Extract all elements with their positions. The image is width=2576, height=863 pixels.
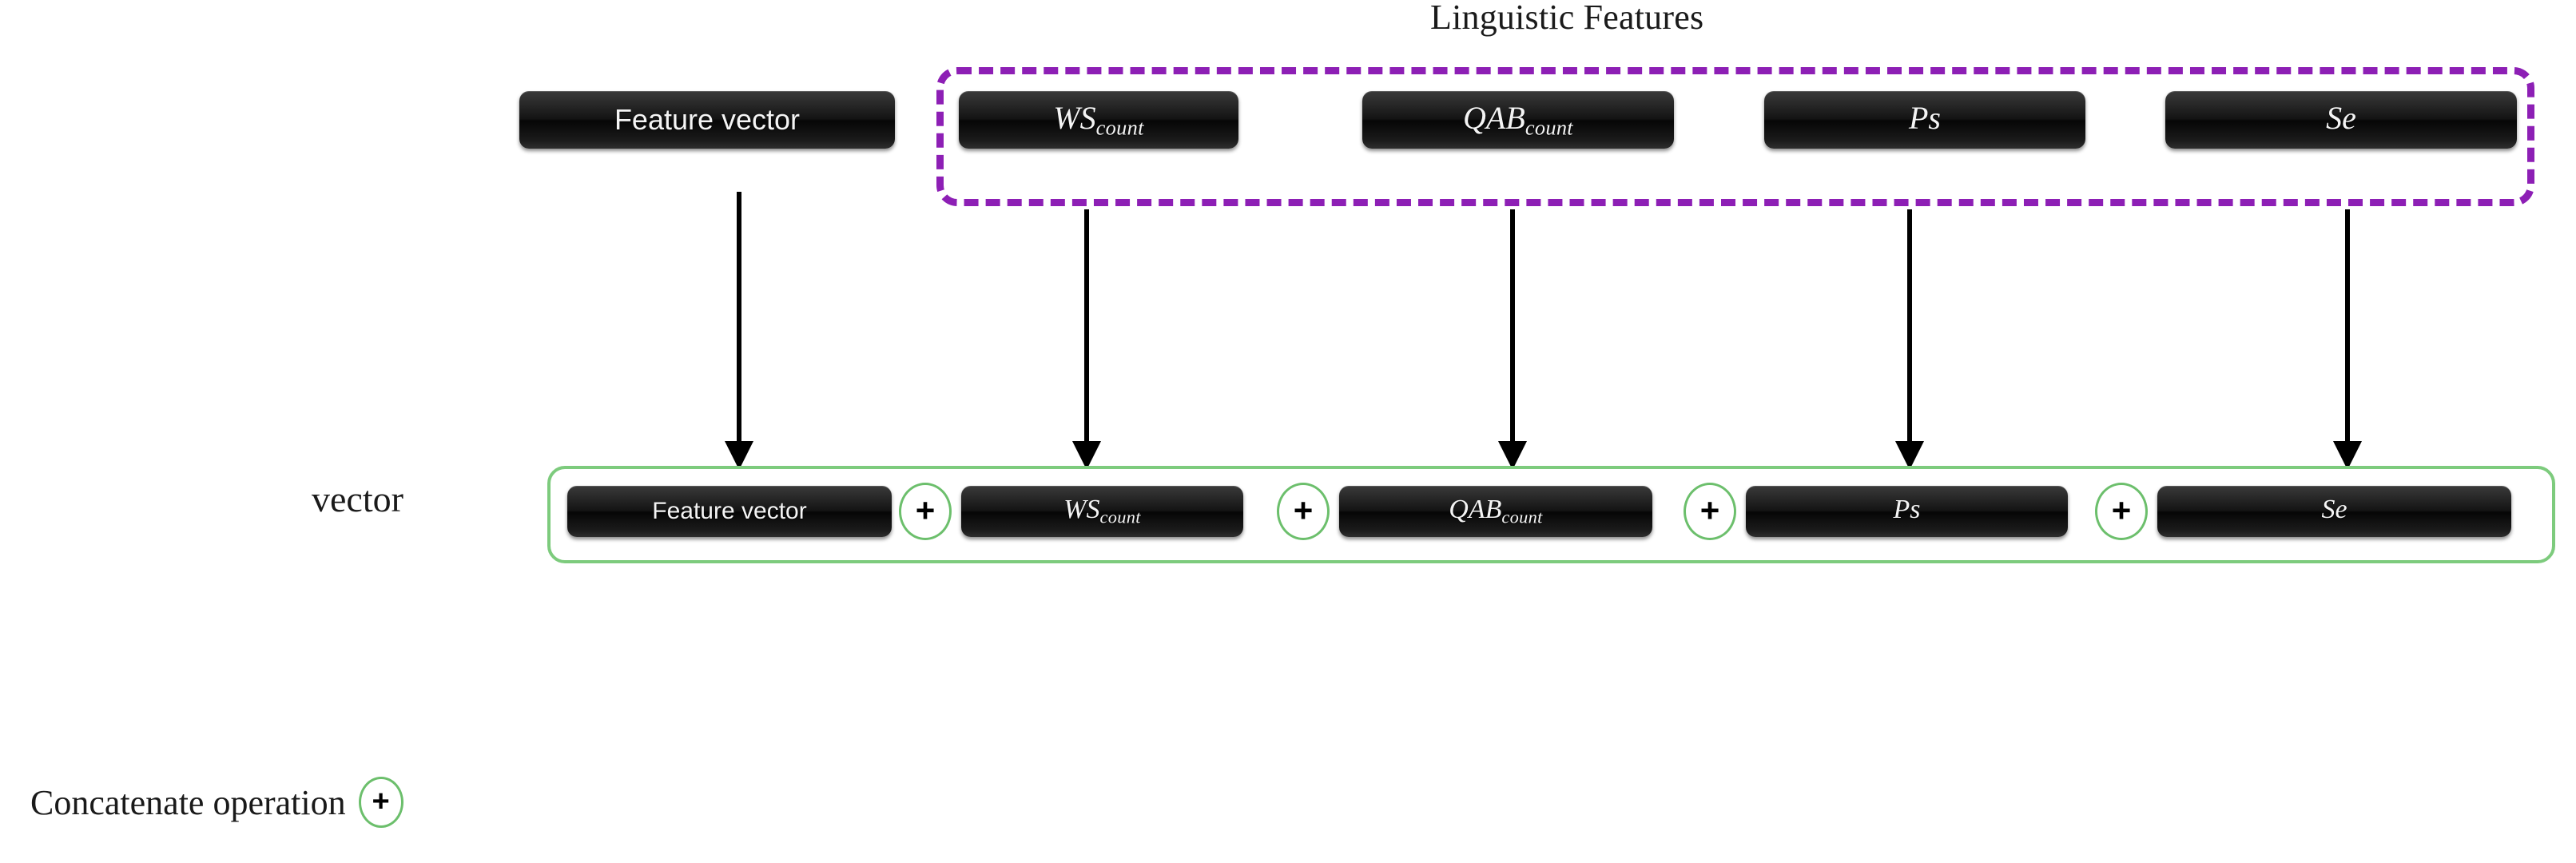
top-box-qab-count-label: QABcount xyxy=(1463,99,1573,139)
top-box-feature-vector-label: Feature vector xyxy=(614,103,801,136)
top-box-se[interactable]: Se xyxy=(2165,91,2517,149)
concat-box-se[interactable]: Se xyxy=(2157,486,2511,537)
plus-glyph: + xyxy=(2111,491,2132,529)
concat-box-feature-vector[interactable]: Feature vector xyxy=(567,486,892,537)
arrow-ps xyxy=(1895,209,1924,470)
concat-box-qab-count-base: QAB xyxy=(1449,495,1502,525)
arrow-qab-count xyxy=(1498,209,1527,470)
concat-box-ws-count-base: WS xyxy=(1063,495,1100,525)
plus-operator-1[interactable]: + xyxy=(899,483,952,540)
concat-box-qab-count-label: QABcount xyxy=(1449,496,1542,527)
top-box-ps-label: Ps xyxy=(1909,99,1941,138)
top-box-se-base: Se xyxy=(2326,99,2356,136)
concat-box-feature-vector-label: Feature vector xyxy=(652,498,807,524)
arrow-se xyxy=(2333,209,2362,470)
top-box-ps[interactable]: Ps xyxy=(1764,91,2085,149)
concat-box-qab-count-sub: count xyxy=(1501,507,1543,527)
top-box-qab-count[interactable]: QABcount xyxy=(1362,91,1674,149)
top-box-ws-count-base: WS xyxy=(1053,99,1096,136)
plus-operator-2[interactable]: + xyxy=(1277,483,1330,540)
top-box-ws-count-sub: count xyxy=(1095,114,1144,139)
top-box-feature-vector[interactable]: Feature vector xyxy=(519,91,895,149)
plus-glyph: + xyxy=(372,784,390,818)
top-box-qab-count-base: QAB xyxy=(1463,99,1525,136)
linguistic-features-group-outline xyxy=(936,67,2534,206)
top-box-se-label: Se xyxy=(2326,99,2356,138)
top-box-ws-count-label: WScount xyxy=(1053,99,1144,139)
arrow-ws-count xyxy=(1072,209,1101,470)
concat-box-ps-label: Ps xyxy=(1894,496,1921,527)
top-box-qab-count-sub: count xyxy=(1525,114,1573,139)
plus-operator-3[interactable]: + xyxy=(1684,483,1736,540)
top-box-ps-base: Ps xyxy=(1909,99,1941,136)
linguistic-features-title: Linguistic Features xyxy=(1430,0,1704,37)
legend-plus-icon: + xyxy=(358,777,403,828)
arrow-feature-vector xyxy=(725,192,753,470)
legend-label: Concatenate operation xyxy=(30,782,346,822)
plus-glyph: + xyxy=(915,491,936,529)
concat-box-se-base: Se xyxy=(2321,495,2347,525)
vector-row-label: vector xyxy=(312,479,403,519)
concat-box-ps-base: Ps xyxy=(1893,495,1921,525)
concat-box-ws-count[interactable]: WScount xyxy=(961,486,1243,537)
concat-box-ws-count-label: WScount xyxy=(1063,496,1141,527)
plus-operator-4[interactable]: + xyxy=(2095,483,2148,540)
legend-concatenate-operation: Concatenate operation + xyxy=(30,777,403,828)
concat-box-ps[interactable]: Ps xyxy=(1746,486,2068,537)
plus-glyph: + xyxy=(1293,491,1314,529)
concat-box-qab-count[interactable]: QABcount xyxy=(1339,486,1652,537)
plus-glyph: + xyxy=(1699,491,1720,529)
concat-box-se-label: Se xyxy=(2321,496,2347,527)
top-box-ws-count[interactable]: WScount xyxy=(959,91,1238,149)
concat-box-ws-count-sub: count xyxy=(1099,507,1141,527)
